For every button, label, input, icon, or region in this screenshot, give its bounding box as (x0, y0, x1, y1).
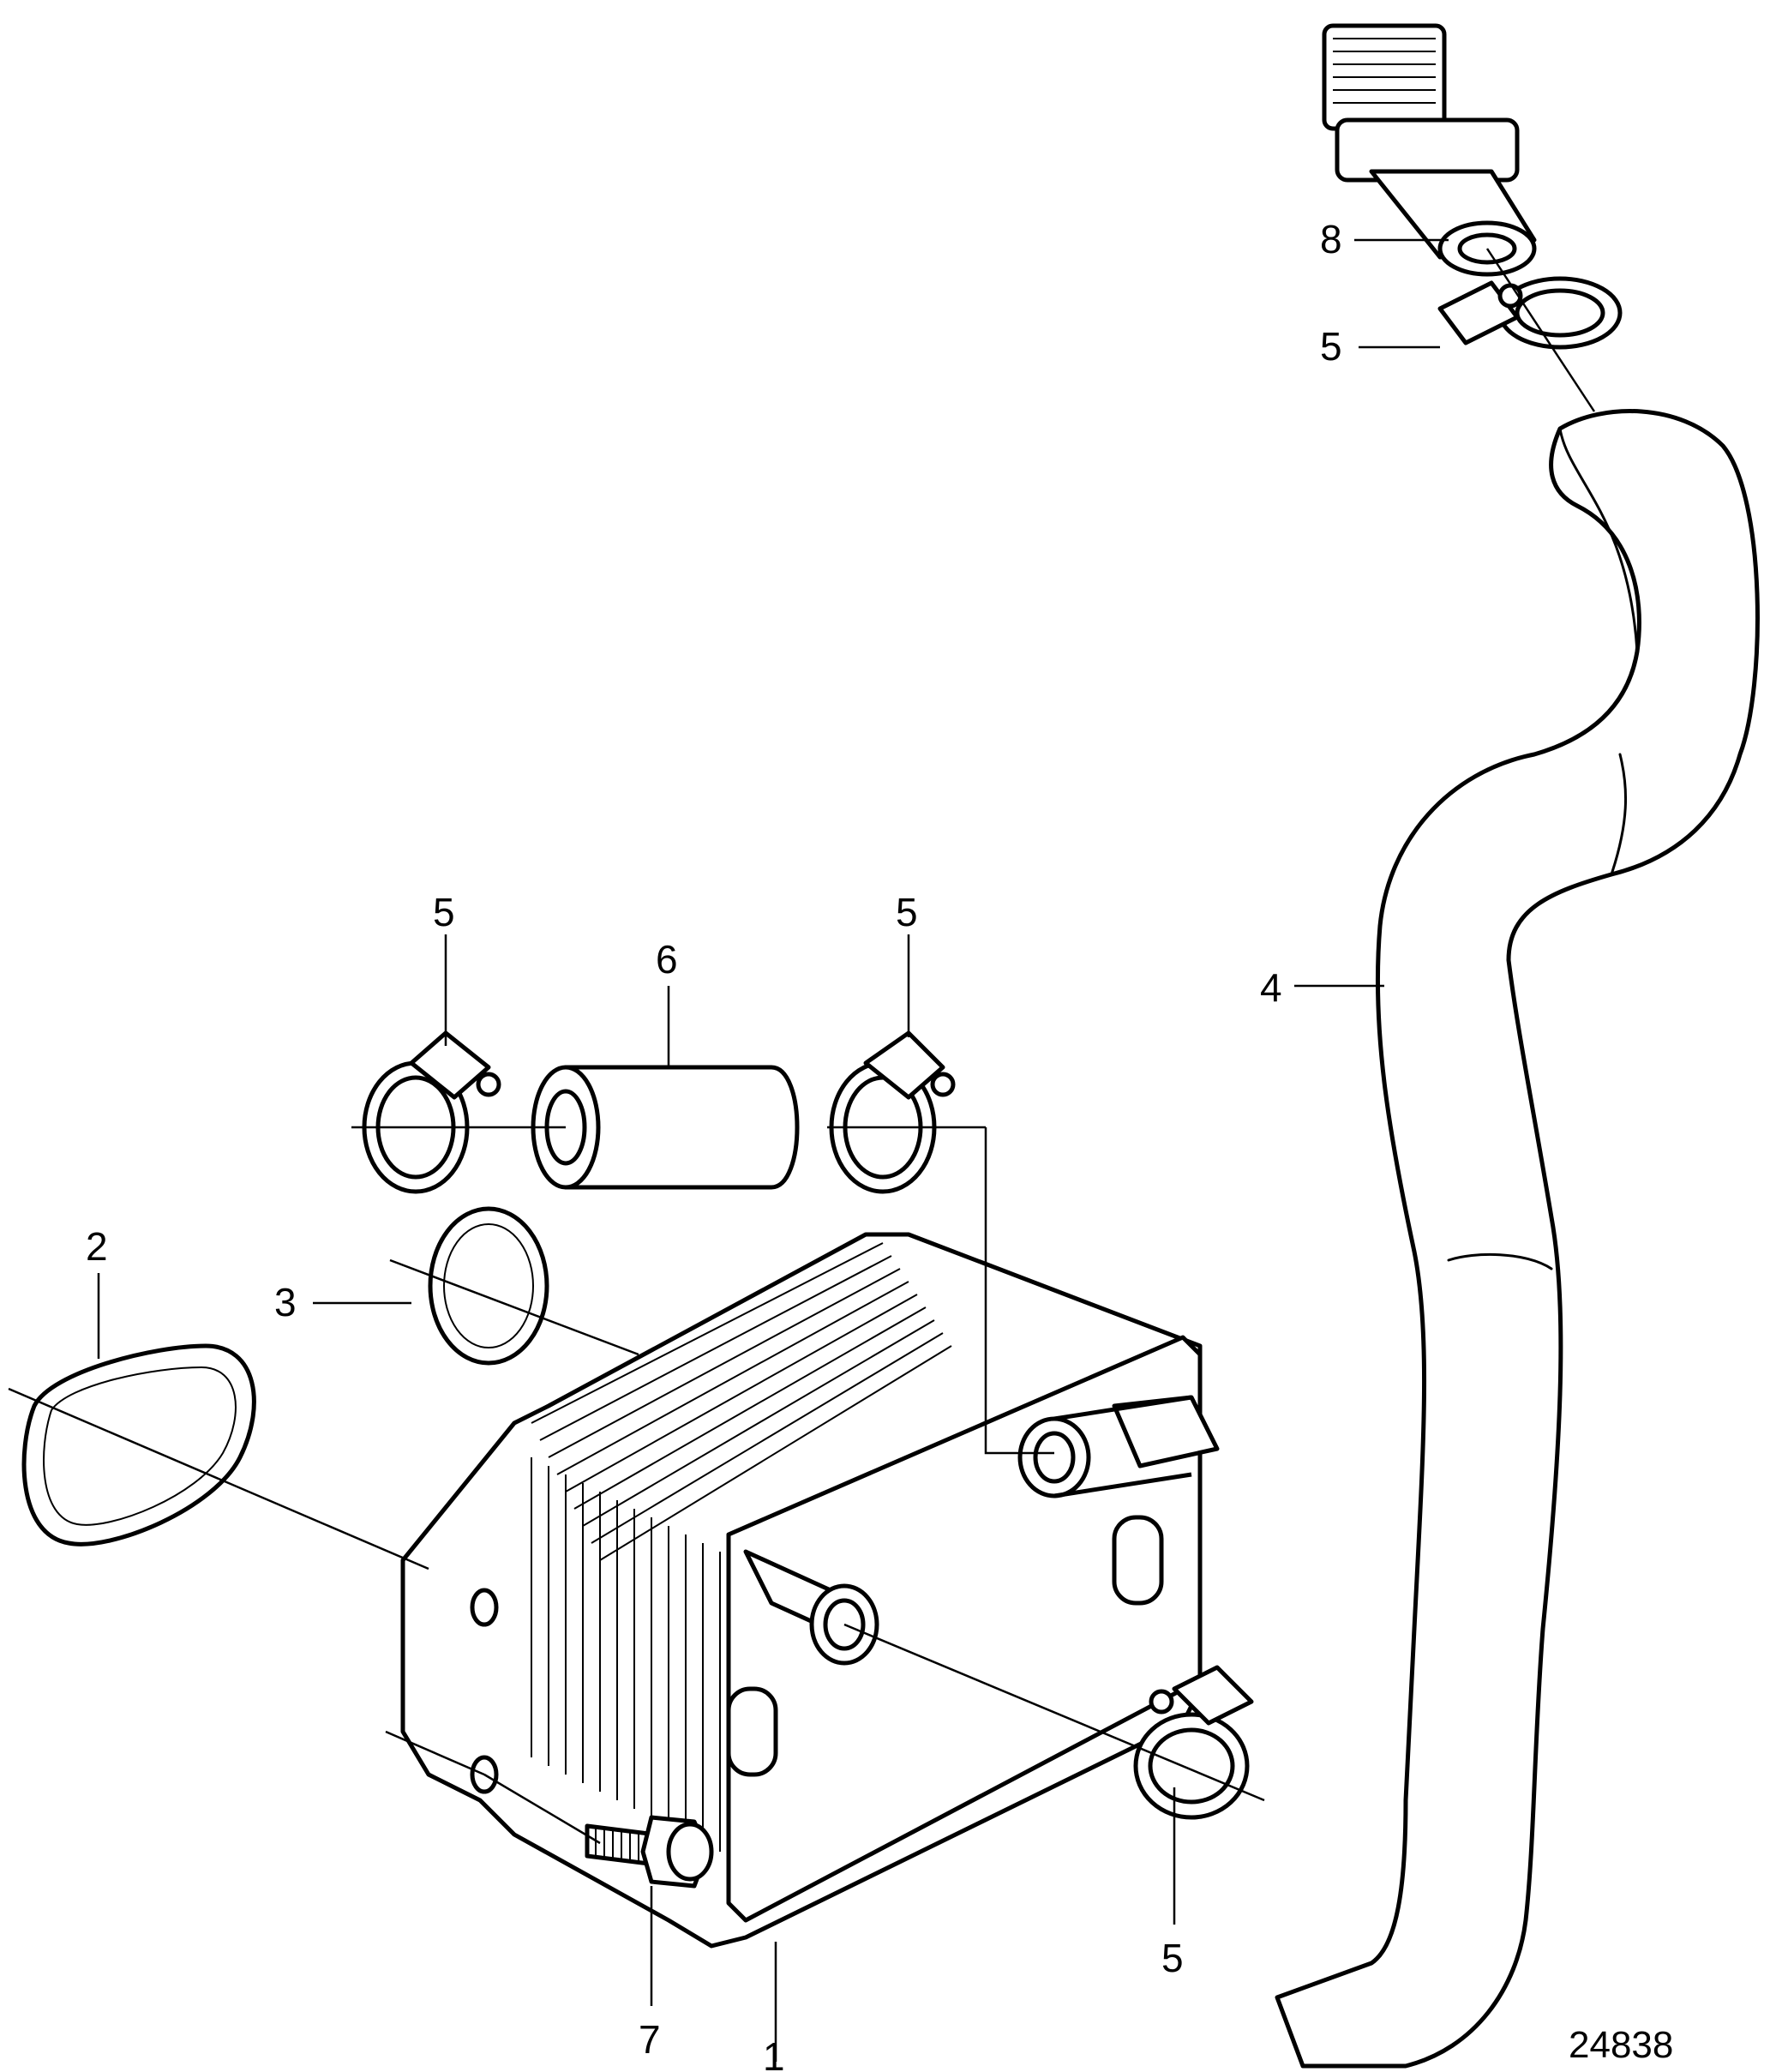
callout-4: 4 (1260, 965, 1282, 1010)
callout-5c: 5 (1320, 324, 1342, 369)
callout-5a: 5 (433, 890, 455, 934)
hose-clamp-middle (829, 1030, 956, 1194)
callout-6: 6 (656, 937, 678, 982)
hose-clamp-left (362, 1030, 501, 1194)
callout-1: 1 (763, 2034, 785, 2072)
callouts: 1 2 3 4 5 5 5 5 6 7 8 (86, 217, 1342, 2072)
figure-number: 24838 (1569, 2024, 1673, 2066)
callout-7: 7 (639, 2017, 661, 2062)
gasket-part-3 (428, 1206, 549, 1366)
callout-5b: 5 (896, 890, 918, 934)
oil-cooler-part-1 (400, 1232, 1220, 1949)
hose-part-4 (1275, 409, 1760, 2069)
hose-clamp-lower (1133, 1665, 1254, 1820)
callout-3: 3 (274, 1280, 297, 1324)
callout-2: 2 (86, 1224, 108, 1269)
leader-lines (8, 238, 1596, 2062)
hose-part-6 (531, 1065, 800, 1190)
callout-5d: 5 (1161, 1936, 1184, 1980)
fitting-part-8 (1322, 23, 1537, 277)
hose-clamp-top (1437, 276, 1623, 350)
callout-8: 8 (1320, 217, 1342, 261)
bolt-part-7 (585, 1815, 714, 1889)
